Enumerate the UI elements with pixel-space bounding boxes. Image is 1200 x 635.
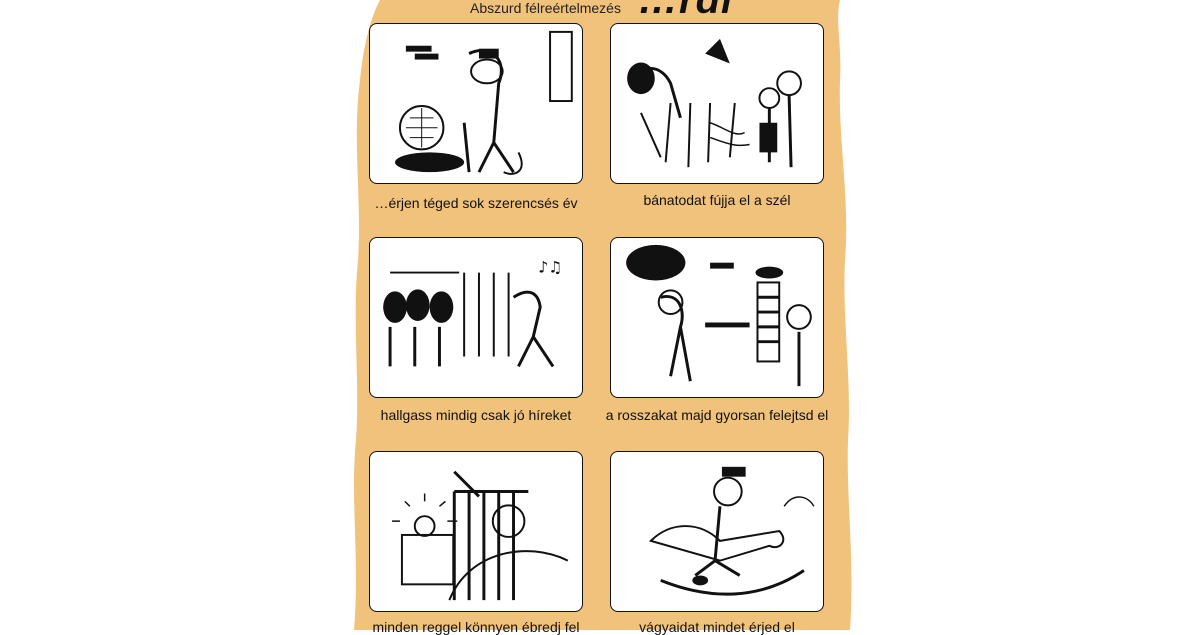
panel-5-caption: minden reggel könnyen ébredj fel [372,619,580,635]
cartoon-panel-2 [610,23,824,184]
subtitle: Abszurd félreértelmezés [470,0,621,16]
title-fragment: …rdi [638,0,734,22]
cartoon-panel-6 [610,451,824,612]
women-fence-illustration: ♪♫ [383,258,562,368]
cartoon-panel-1 [369,23,583,184]
panel-1-caption: …érjen téged sok szerencsés év [374,195,578,211]
bandaged-man-illustration [395,30,573,175]
svg-text:♪♫: ♪♫ [538,258,562,277]
cartoon-panel-4 [610,237,824,398]
forget-scene-illustration [626,244,812,387]
cartoon-panel-3: ♪♫ [369,237,583,398]
alarm-bedroom-illustration [392,470,569,601]
panel-4-caption: a rosszakat majd gyorsan felejtsd el [605,407,829,423]
cartoon-panel-5 [369,451,583,612]
panel-6-caption: vágyaidat mindet érjed el [639,619,795,635]
rocking-horse-illustration [648,466,815,596]
panel-3-caption: hallgass mindig csak jó híreket [380,407,572,423]
wind-fence-illustration [627,38,802,168]
panel-2-caption: bánatodat fújja el a szél [643,192,791,208]
